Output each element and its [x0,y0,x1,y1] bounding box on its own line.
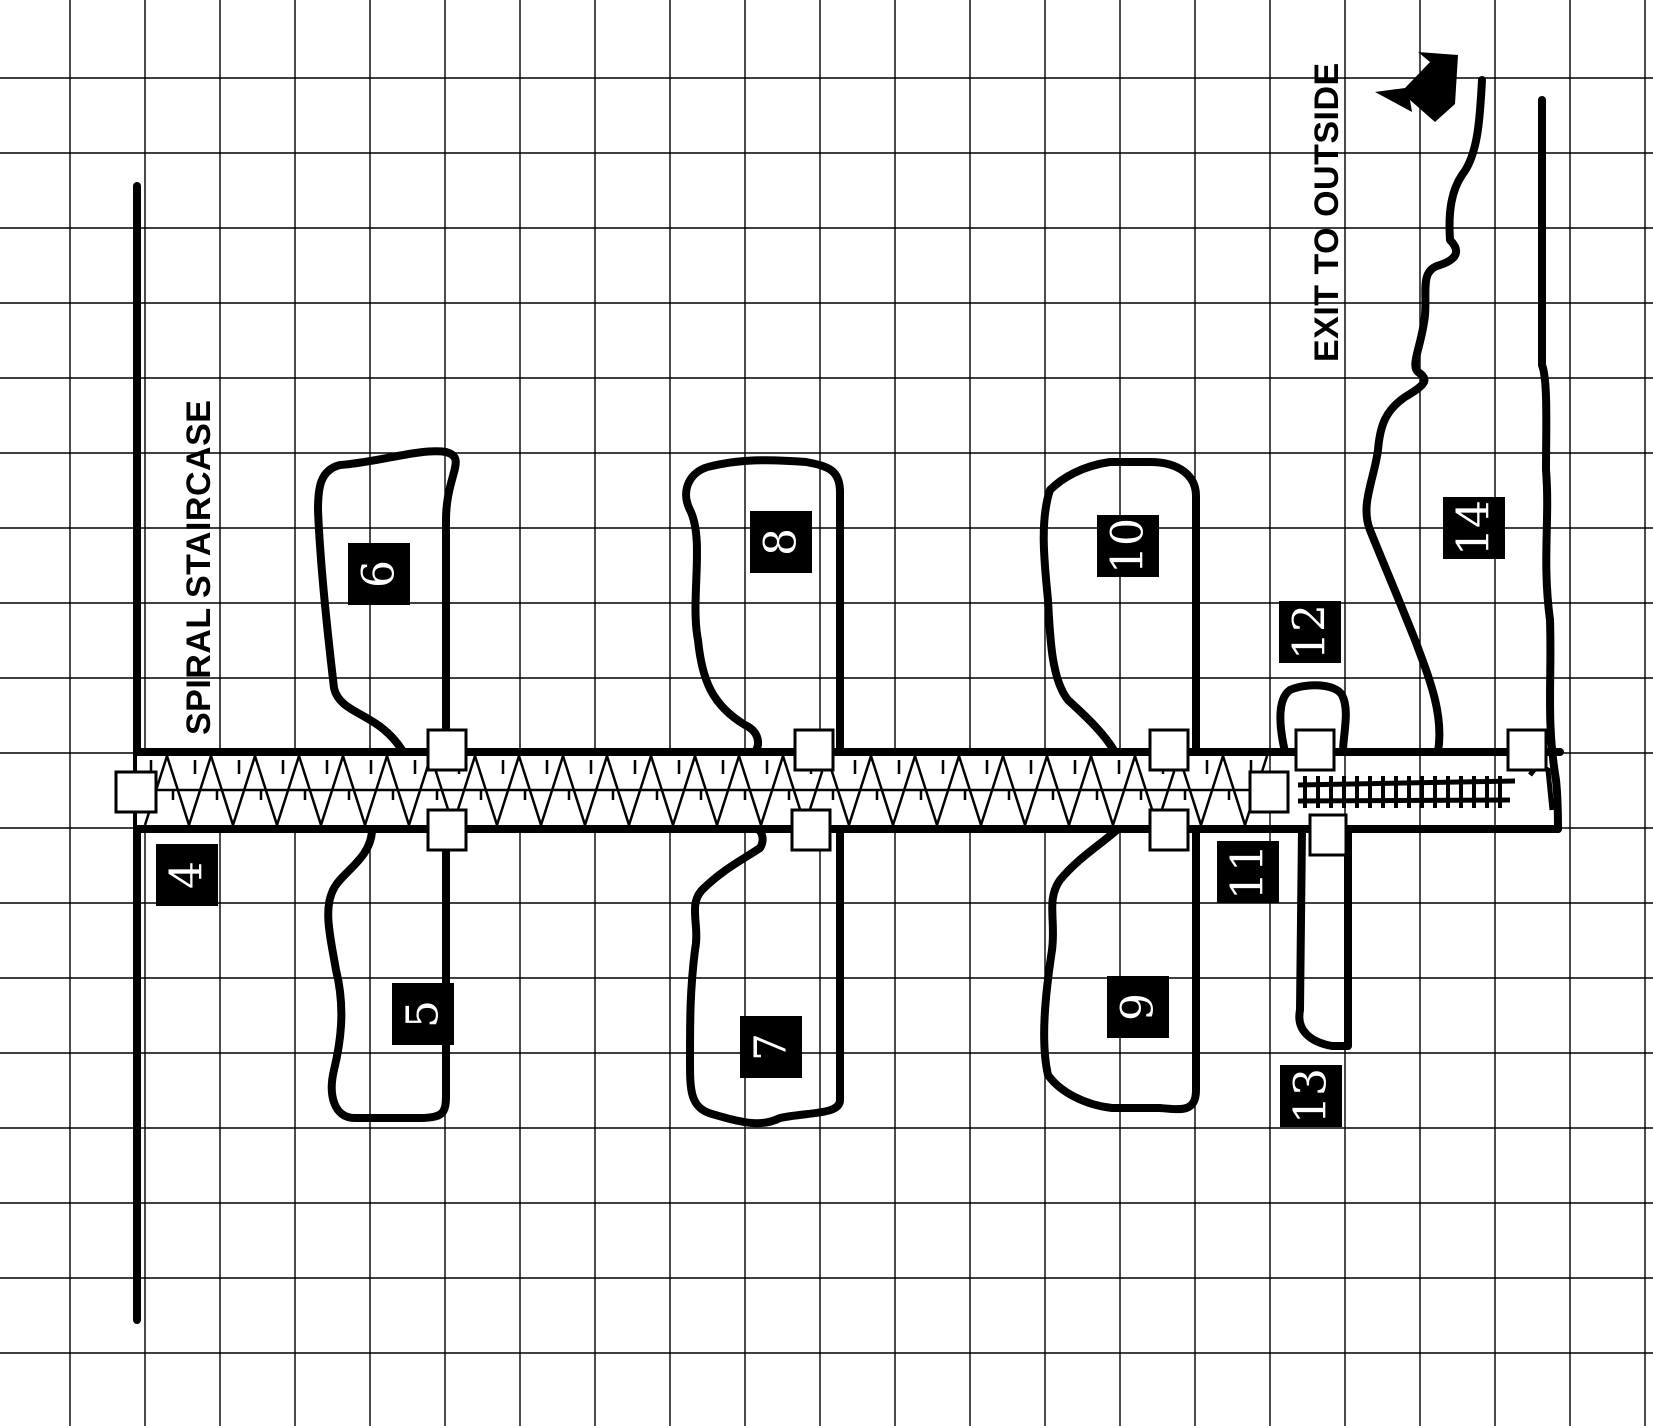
svg-text:12: 12 [1285,604,1336,660]
doors [114,728,1548,857]
exit-arrow-icon [1375,52,1458,122]
door-icon [426,808,468,852]
room-8-label: 8 [750,511,812,573]
svg-text:6: 6 [354,560,405,588]
svg-text:8: 8 [756,528,807,556]
rail-track [1297,761,1555,811]
svg-text:13: 13 [1286,1068,1337,1124]
svg-text:11: 11 [1223,844,1274,900]
svg-text:9: 9 [1113,993,1164,1021]
svg-text:7: 7 [746,1033,797,1061]
room-6-label: 6 [348,543,410,605]
room-12-label: 12 [1279,601,1341,663]
door-icon [790,808,832,852]
door-icon [114,770,158,814]
room-labels: 4 5 6 7 8 9 10 11 [156,497,1505,1127]
room-10-outline [1039,458,1200,756]
room-14-label: 14 [1443,497,1505,559]
room-7-outline [686,825,844,1128]
door-icon [1248,770,1290,814]
room-11-label: 11 [1217,841,1279,903]
room-4-label: 4 [156,844,218,906]
door-icon [1148,808,1190,852]
room-9-outline [1040,825,1200,1114]
rail-ties [1303,776,1502,808]
room-13-label: 13 [1280,1065,1342,1127]
door-icon [1506,728,1548,772]
exit-caption: EXIT TO OUTSIDE [1308,62,1346,362]
spiral-staircase-caption: SPIRAL STAIRCASE [180,400,218,735]
door-icon [793,728,835,772]
door-icon [1148,728,1190,772]
room-14-east-wall [1538,96,1562,833]
svg-text:5: 5 [398,1000,449,1028]
room-6-outline [314,447,460,756]
room-10-label: 10 [1097,515,1159,577]
room-8-outline [682,456,844,756]
room-14-outline [1362,76,1486,756]
room-13-outline [1295,825,1352,1050]
svg-text:14: 14 [1449,500,1500,556]
svg-text:4: 4 [162,861,213,889]
door-icon [1294,728,1336,772]
room-5-label: 5 [392,983,454,1045]
door-icon [426,728,468,772]
room-7-label: 7 [740,1016,802,1078]
room-5-outline [324,825,451,1122]
room-12-outline [1276,681,1350,756]
svg-text:10: 10 [1103,518,1154,574]
room-9-label: 9 [1107,976,1169,1038]
rail-line-top [1297,778,1516,788]
door-icon [1308,813,1348,857]
